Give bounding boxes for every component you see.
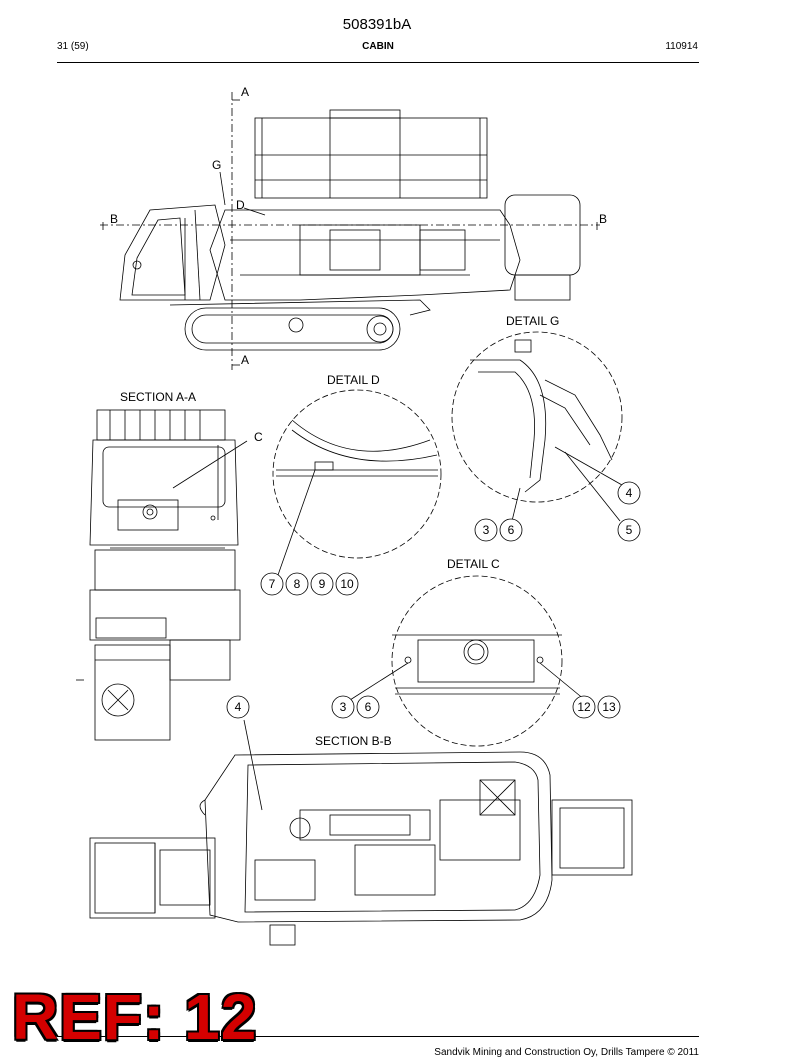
marker-b-left: B [110,212,118,226]
detail-g-label: DETAIL G [506,314,559,328]
marker-b-right: B [599,212,607,226]
document-number: 508391bA [342,16,412,33]
section-aa-drawing [76,409,248,741]
detail-d-drawing [272,389,442,576]
section-title: CABIN [362,41,394,52]
balloon-8: 8 [294,577,301,591]
balloon-9: 9 [319,577,326,591]
section-bb-drawing [89,719,633,946]
page-number: 31 (59) [57,41,89,52]
header-rule [57,62,699,63]
section-bb-label: SECTION B-B [315,734,392,748]
balloon-13: 13 [602,700,616,714]
balloon-5: 5 [626,523,633,537]
ref-stamp: REF: 12 [12,981,258,1053]
marker-a-bottom: A [241,353,249,367]
balloon-3: 3 [340,700,347,714]
balloon-4: 4 [235,700,242,714]
balloon-6: 6 [508,523,515,537]
marker-d: D [236,198,245,212]
balloon-10: 10 [340,577,354,591]
balloon-4: 4 [626,486,633,500]
marker-g: G [212,158,221,172]
footer-rule [57,1036,699,1037]
marker-c: C [254,430,263,444]
side-view-drawing [100,92,600,370]
detail-g-drawing [451,331,623,522]
document-date: 110914 [665,41,698,52]
marker-a-top: A [241,85,249,99]
detail-d-label: DETAIL D [327,373,380,387]
balloon-6: 6 [365,700,372,714]
balloon-12: 12 [577,700,591,714]
balloon-3: 3 [483,523,490,537]
detail-c-label: DETAIL C [447,557,500,571]
balloon-7: 7 [269,577,276,591]
section-aa-label: SECTION A-A [120,390,196,404]
detail-c-drawing [349,575,586,747]
